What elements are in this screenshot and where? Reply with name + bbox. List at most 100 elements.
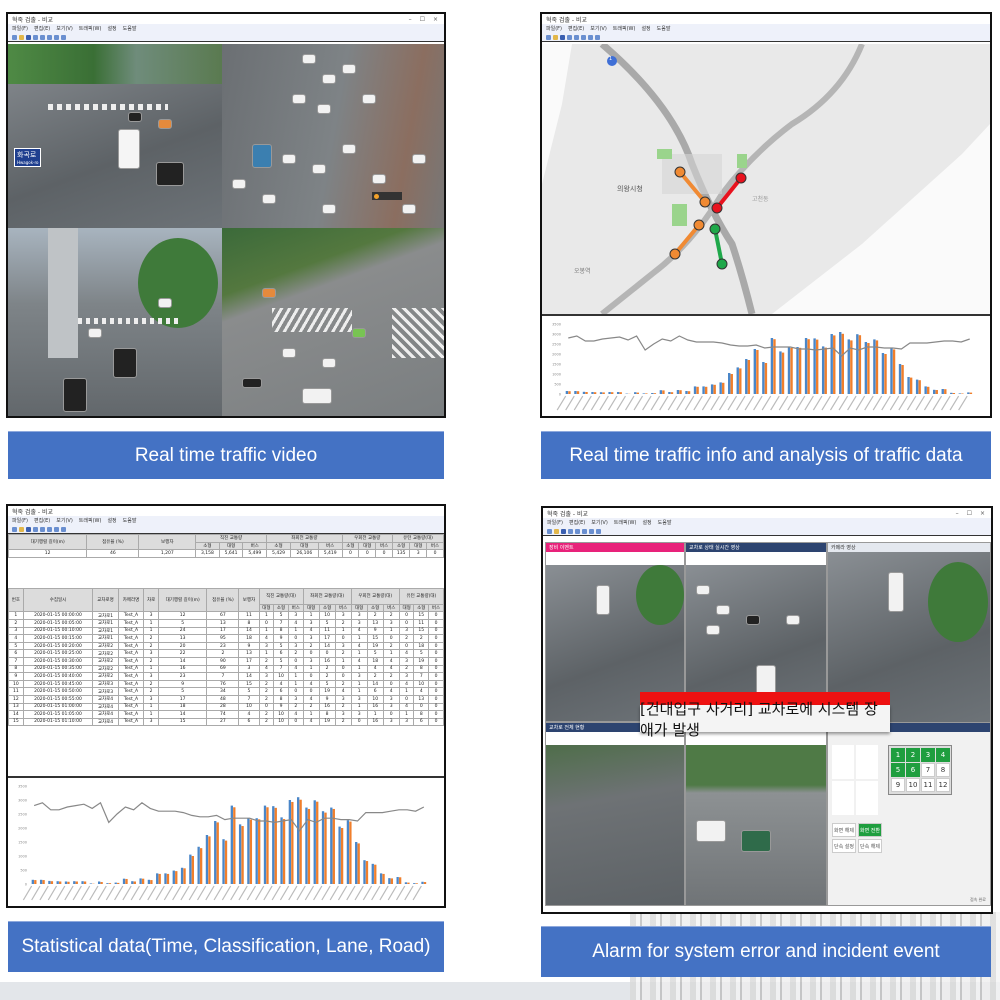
menu-file[interactable]: 파일(F) xyxy=(546,26,562,32)
save-icon[interactable] xyxy=(26,34,31,40)
new-icon[interactable] xyxy=(12,526,17,532)
menu-settings[interactable]: 설정 xyxy=(642,520,652,526)
camera-feed-intersection[interactable] xyxy=(686,745,826,905)
menu-file[interactable]: 파일(F) xyxy=(547,520,563,526)
menu-traffic[interactable]: 트래픽(W) xyxy=(78,26,102,32)
menu-view[interactable]: 보기(V) xyxy=(591,520,608,526)
copy-icon[interactable] xyxy=(40,526,45,532)
menu-edit[interactable]: 편집(E) xyxy=(33,26,51,32)
camera-feed-2[interactable] xyxy=(222,44,444,228)
new-icon[interactable] xyxy=(547,528,552,534)
grid-button-1[interactable]: 1 xyxy=(891,748,905,762)
paste-icon[interactable] xyxy=(581,34,586,40)
help-icon[interactable] xyxy=(61,526,66,532)
open-icon[interactable] xyxy=(554,528,559,534)
open-icon[interactable] xyxy=(553,34,558,40)
copy-icon[interactable] xyxy=(575,528,580,534)
cut-icon[interactable] xyxy=(33,34,38,40)
menu-settings[interactable]: 설정 xyxy=(107,518,117,524)
menu-edit[interactable]: 편집(E) xyxy=(567,26,585,32)
grid-button-11[interactable]: 11 xyxy=(921,778,935,792)
menu-traffic[interactable]: 트래픽(W) xyxy=(613,520,637,526)
enforce-release-button[interactable]: 단속 해제 xyxy=(858,839,882,853)
new-icon[interactable] xyxy=(12,34,17,40)
close-button[interactable]: × xyxy=(432,15,438,23)
paste-icon[interactable] xyxy=(582,528,587,534)
menu-traffic[interactable]: 트래픽(W) xyxy=(612,26,636,32)
paste-icon[interactable] xyxy=(47,34,52,40)
print-icon[interactable] xyxy=(54,526,59,532)
save-icon[interactable] xyxy=(26,526,31,532)
screen-switch-button[interactable]: 화면 전환 xyxy=(858,823,882,837)
menu-settings[interactable]: 설정 xyxy=(641,26,651,32)
grid-button-9[interactable]: 9 xyxy=(891,778,905,792)
print-icon[interactable] xyxy=(54,34,59,40)
copy-icon[interactable] xyxy=(40,34,45,40)
grid-button-6[interactable]: 6 xyxy=(906,763,920,777)
minimize-button[interactable]: – xyxy=(408,15,412,23)
cut-icon[interactable] xyxy=(568,528,573,534)
print-icon[interactable] xyxy=(589,528,594,534)
help-icon[interactable] xyxy=(596,528,601,534)
paste-icon[interactable] xyxy=(47,526,52,532)
new-icon[interactable] xyxy=(546,34,551,40)
open-icon[interactable] xyxy=(19,526,24,532)
menu-file[interactable]: 파일(F) xyxy=(12,518,28,524)
menu-edit[interactable]: 편집(E) xyxy=(33,518,51,524)
grid-button-3[interactable]: 3 xyxy=(921,748,935,762)
maximize-button[interactable]: ☐ xyxy=(419,15,425,23)
open-icon[interactable] xyxy=(19,34,24,40)
grid-button-4[interactable]: 4 xyxy=(936,748,950,762)
menu-settings[interactable]: 설정 xyxy=(107,26,117,32)
help-icon[interactable] xyxy=(595,34,600,40)
menu-help[interactable]: 도움말 xyxy=(122,518,137,524)
enforce-set-button[interactable]: 단속 설정 xyxy=(832,839,856,853)
menu-view[interactable]: 보기(V) xyxy=(56,518,73,524)
print-icon[interactable] xyxy=(588,34,593,40)
camera-feed-4[interactable] xyxy=(222,228,444,416)
grid-button-8[interactable]: 8 xyxy=(936,763,950,777)
menu-file[interactable]: 파일(F) xyxy=(12,26,28,32)
menu-help[interactable]: 도움말 xyxy=(657,520,672,526)
menu-view[interactable]: 보기(V) xyxy=(56,26,73,32)
minimize-button[interactable]: – xyxy=(955,509,959,517)
copy-icon[interactable] xyxy=(574,34,579,40)
traffic-map[interactable]: 의왕시청 고천동 오봉역 1 xyxy=(542,41,990,317)
menu-view[interactable]: 보기(V) xyxy=(590,26,607,32)
cut-icon[interactable] xyxy=(33,526,38,532)
maximize-button[interactable]: ☐ xyxy=(966,509,972,517)
alarm-popup[interactable]: [건대입구 사거리] 교차로에 시스템 장애가 발생 xyxy=(640,692,890,739)
grid-button-10[interactable]: 10 xyxy=(906,778,920,792)
camera-feed-overview[interactable] xyxy=(546,745,684,905)
close-button[interactable]: × xyxy=(979,509,985,517)
grid-button-5[interactable]: 5 xyxy=(891,763,905,777)
cut-icon[interactable] xyxy=(567,34,572,40)
menu-help[interactable]: 도움말 xyxy=(122,26,137,32)
grid-button-2[interactable]: 2 xyxy=(906,748,920,762)
menu-traffic[interactable]: 트래픽(W) xyxy=(78,518,102,524)
camera-feed-3[interactable] xyxy=(8,228,222,416)
grid-button-12[interactable]: 12 xyxy=(936,778,950,792)
save-icon[interactable] xyxy=(561,528,566,534)
help-icon[interactable] xyxy=(61,34,66,40)
save-icon[interactable] xyxy=(560,34,565,40)
menu-help[interactable]: 도움말 xyxy=(656,26,671,32)
